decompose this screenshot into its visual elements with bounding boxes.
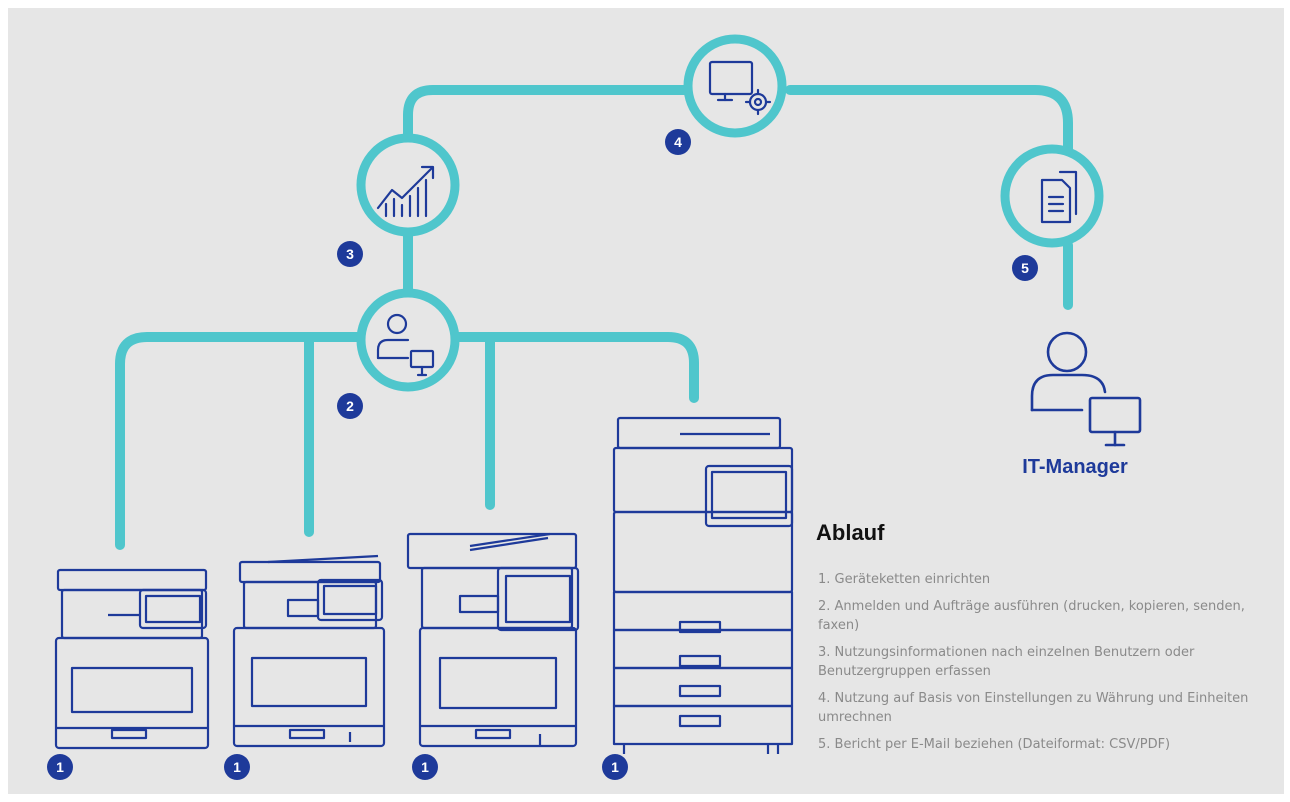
- badge-step-2: 2: [337, 393, 363, 419]
- monitor-gear-icon: [708, 60, 772, 116]
- printer-1-icon: [54, 568, 210, 750]
- badge-printer-3: 1: [412, 754, 438, 780]
- printer-2-icon: [232, 554, 386, 748]
- connector-top-left: [403, 85, 695, 140]
- svg-text:1: 1: [233, 759, 241, 775]
- svg-text:2: 2: [346, 398, 354, 414]
- badge-step-3: 3: [337, 241, 363, 267]
- workflow-steps: Ablauf 1. Geräteketten einrichten 2. Anm…: [816, 520, 1286, 762]
- connector-top-right: [785, 85, 1073, 155]
- node-analytics: [356, 133, 460, 237]
- printer-3-icon: [406, 532, 580, 748]
- step-item-3: 3. Nutzungsinformationen nach einzelnen …: [818, 645, 1195, 679]
- svg-text:4: 4: [674, 134, 682, 150]
- badge-printer-2: 1: [224, 754, 250, 780]
- step-item-4: 4. Nutzung auf Basis von Einstellungen z…: [818, 691, 1249, 725]
- step-item-2: 2. Anmelden und Aufträge ausführen (druc…: [818, 599, 1245, 633]
- printer-4-icon: [612, 416, 794, 754]
- user-computer-icon: [376, 313, 435, 377]
- badge-step-5: 5: [1012, 255, 1038, 281]
- connector-printer-1: [115, 332, 363, 550]
- svg-text:1: 1: [611, 759, 619, 775]
- badge-printer-4: 1: [602, 754, 628, 780]
- connector-printer-4: [453, 332, 699, 403]
- connector-lines: [115, 85, 1073, 550]
- step-item-5: 5. Bericht per E-Mail beziehen (Dateifor…: [818, 737, 1171, 752]
- steps-heading: Ablauf: [816, 520, 885, 545]
- it-manager-icon: [1030, 331, 1142, 447]
- badge-printer-1: 1: [47, 754, 73, 780]
- steps-list: 1. Geräteketten einrichten 2. Anmelden u…: [816, 570, 1286, 754]
- svg-text:3: 3: [346, 246, 354, 262]
- documents-icon: [1040, 170, 1078, 224]
- node-monitor-gear: [683, 34, 787, 138]
- svg-text:1: 1: [56, 759, 64, 775]
- svg-text:1: 1: [421, 759, 429, 775]
- svg-text:5: 5: [1021, 260, 1029, 276]
- step-badges: 4 3 2 5 1 1 1 1: [47, 129, 1038, 780]
- step-item-1: 1. Geräteketten einrichten: [818, 572, 991, 587]
- it-manager-label: IT-Manager: [1022, 456, 1128, 478]
- badge-step-4: 4: [665, 129, 691, 155]
- growth-chart-icon: [376, 165, 435, 218]
